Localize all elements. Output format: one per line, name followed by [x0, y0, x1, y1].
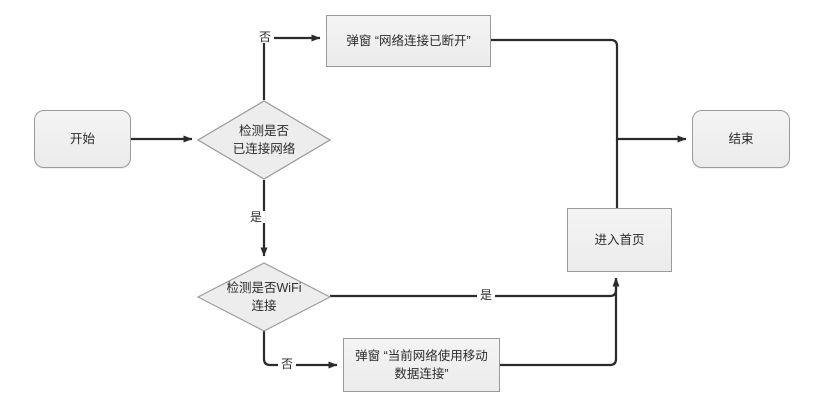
diamond-shape-check-network	[197, 100, 331, 180]
edge-check-wifi-no	[262, 330, 338, 369]
diamond-shape-check-wifi	[197, 262, 331, 332]
edge-label-network-yes: 是	[247, 211, 266, 223]
node-enter-home[interactable]: 进入首页	[567, 208, 672, 272]
node-check-network-label: 检测是否 已连接网络	[232, 123, 296, 156]
edge-check-network-no	[262, 34, 321, 100]
edge-check-wifi-yes	[330, 277, 620, 298]
node-end[interactable]: 结束	[692, 110, 790, 168]
node-check-network[interactable]: 检测是否 已连接网络	[197, 100, 331, 180]
node-popup-disconnected[interactable]: 弹窗 “网络连接已断开”	[326, 15, 491, 67]
node-popup-mobile-data[interactable]: 弹窗 “当前网络使用移动 数据连接”	[343, 338, 500, 392]
node-popup-disconnected-label: 弹窗 “网络连接已断开”	[346, 33, 471, 48]
edge-popup-disconnected-to-end	[490, 38, 687, 143]
node-check-wifi-label: 检测是否WiFi 连接	[226, 280, 302, 313]
node-end-label: 结束	[728, 131, 754, 146]
node-start[interactable]: 开始	[34, 110, 131, 168]
edge-label-wifi-yes: 是	[477, 289, 496, 301]
node-popup-mobile-data-label: 弹窗 “当前网络使用移动 数据连接”	[355, 348, 488, 381]
edge-label-network-no: 否	[256, 31, 275, 43]
edge-popup-mobile-to-enter-home	[500, 278, 618, 367]
node-start-label: 开始	[69, 131, 95, 146]
node-enter-home-label: 进入首页	[594, 232, 645, 247]
node-check-wifi[interactable]: 检测是否WiFi 连接	[197, 262, 331, 332]
edge-label-wifi-no: 否	[278, 358, 297, 370]
